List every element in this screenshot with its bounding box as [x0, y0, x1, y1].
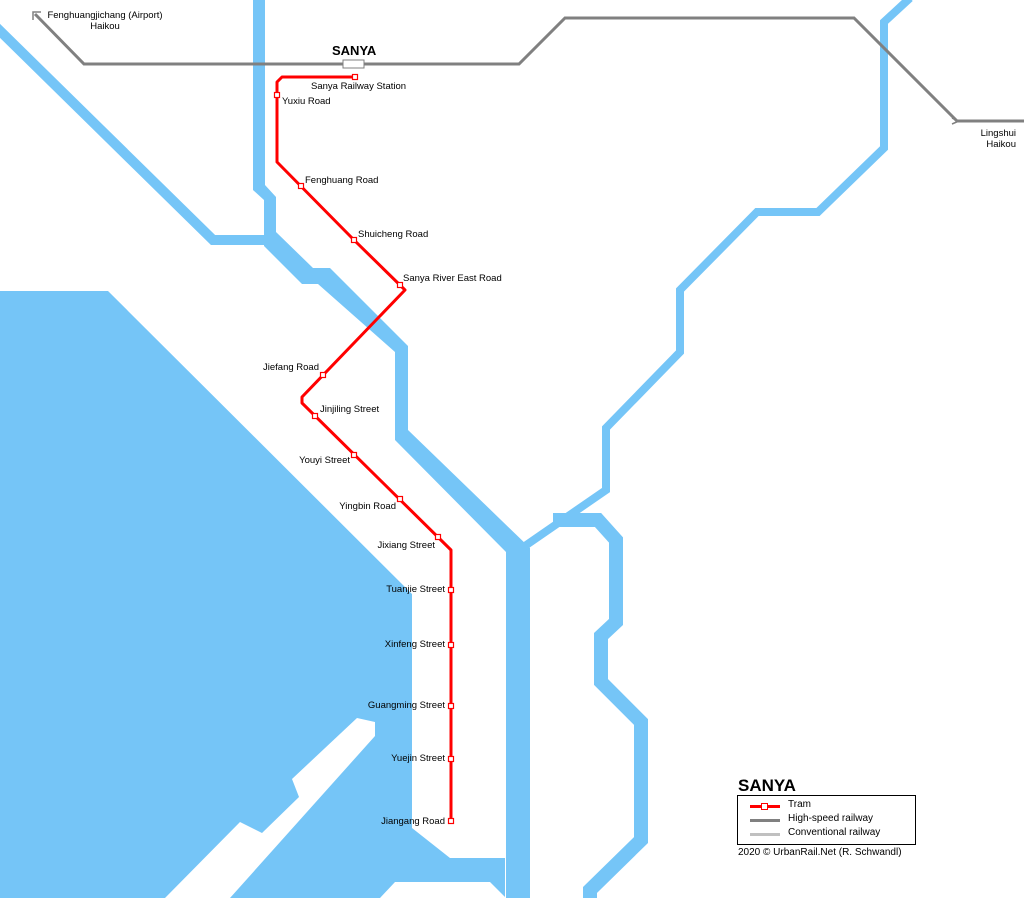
station-label[interactable]: Sanya River East Road [403, 273, 502, 284]
legend-title: SANYA [738, 776, 796, 795]
station-label[interactable]: Youyi Street [299, 455, 350, 466]
station-icon [761, 803, 768, 810]
tram-stop-icon[interactable] [447, 641, 455, 649]
arrow-icon [951, 117, 961, 125]
tram-stop-icon[interactable] [434, 533, 442, 541]
high-speed-railway [32, 11, 1024, 125]
tram-stop-icon[interactable] [319, 371, 327, 379]
tram-stop-icon[interactable] [311, 412, 319, 420]
legend-item-conventional: Conventional railway [738, 827, 915, 841]
river-southeast [553, 513, 648, 898]
island [165, 718, 375, 898]
station-label[interactable]: Jixiang Street [377, 540, 435, 551]
station-label[interactable]: Jinjiling Street [320, 404, 380, 415]
legend-item-tram: Tram [738, 799, 915, 813]
station-label[interactable]: Jiangang Road [381, 816, 445, 827]
tram-stop-icon[interactable] [396, 495, 404, 503]
arrow-icon [32, 11, 41, 20]
station-label[interactable]: Tuanjie Street [386, 584, 445, 595]
tram-stop-icon[interactable] [447, 755, 455, 763]
station-label[interactable]: Yuejin Street [391, 753, 445, 764]
tram-stop-icon[interactable] [350, 236, 358, 244]
legend-label: High-speed railway [788, 813, 874, 824]
station-label[interactable]: Jiefang Road [263, 362, 319, 373]
legend-item-high-speed: High-speed railway [738, 813, 915, 827]
tram-stop-icon[interactable] [447, 586, 455, 594]
tram-stop-icon[interactable] [273, 91, 281, 99]
water [0, 0, 530, 898]
station-label[interactable]: Yingbin Road [339, 501, 396, 512]
legend: Tram High-speed railway Conventional rai… [737, 795, 916, 845]
city-label: SANYA [332, 43, 377, 58]
station-label[interactable]: Guangming Street [367, 700, 445, 711]
station-label[interactable]: Sanya Railway Station [311, 81, 407, 92]
station-label[interactable]: Fenghuang Road [305, 175, 379, 186]
tram-line [275, 75, 453, 821]
sanya-hsr-station[interactable] [342, 59, 365, 69]
sea [0, 291, 505, 898]
tram-stop-icon[interactable] [351, 73, 359, 81]
land [165, 718, 506, 898]
shore [380, 882, 506, 898]
tram-stop-icon[interactable] [396, 281, 404, 289]
west-destination: Fenghuangjichang (Airport)Haikou [47, 10, 163, 32]
tram-stop-icon[interactable] [297, 182, 305, 190]
river-west [0, 23, 270, 245]
station-label[interactable]: Yuxiu Road [282, 96, 331, 107]
legend-label: Conventional railway [788, 827, 881, 838]
tram-stop-icon[interactable] [447, 817, 455, 825]
credit: 2020 © UrbanRail.Net (R. Schwandl) [738, 847, 902, 858]
station-label[interactable]: Xinfeng Street [384, 639, 445, 650]
station-label[interactable]: Shuicheng Road [358, 229, 429, 240]
river-east [519, 0, 913, 552]
tram-stop-icon[interactable] [350, 451, 358, 459]
tram-stop-icon[interactable] [447, 702, 455, 710]
legend-label: Tram [788, 799, 811, 810]
